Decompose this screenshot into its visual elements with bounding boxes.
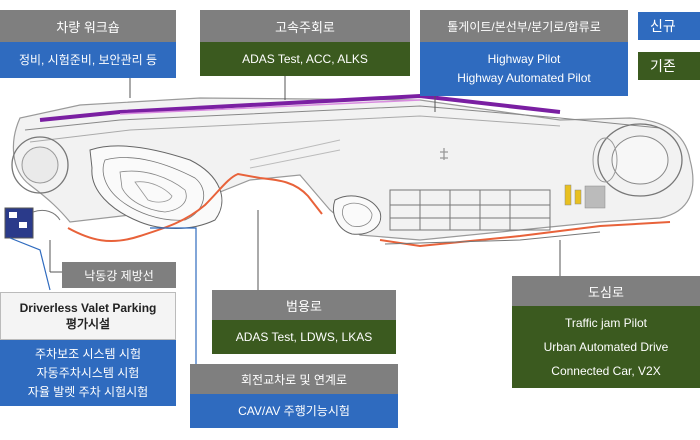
workshop-desc: 정비, 시험준비, 보안관리 등 — [0, 42, 176, 78]
roundabout-desc: CAV/AV 주행기능시험 — [190, 394, 398, 428]
urban-item: Connected Car, V2X — [551, 364, 661, 378]
tollgate-item: Highway Automated Pilot — [457, 71, 591, 85]
urban-item: Urban Automated Drive — [543, 340, 669, 354]
tollgate-title: 톨게이트/본선부/분기로/합류로 — [420, 10, 628, 42]
urban-grid — [389, 189, 551, 231]
urban-items: Traffic jam Pilot Urban Automated Drive … — [512, 306, 700, 388]
tollgate-item: Highway Pilot — [487, 52, 561, 66]
workshop-title: 차량 워크숍 — [0, 10, 176, 42]
valet-item: 자율 발렛 주차 시험시험 — [27, 384, 149, 399]
highway-desc-text: ADAS Test, ACC, ALKS — [242, 51, 368, 66]
valet-items: 주차보조 시스템 시험 자동주차시스템 시험 자율 발렛 주차 시험시험 — [0, 340, 176, 406]
legend-new: 신규 — [638, 12, 700, 40]
valet-item: 자동주차시스템 시험 — [36, 365, 140, 380]
general-title: 범용로 — [212, 290, 396, 320]
high-speed-loop — [39, 93, 561, 122]
legend-new-label: 신규 — [650, 17, 676, 34]
valet-title: Driverless Valet Parking 평가시설 — [0, 292, 176, 340]
roundabout-title: 회전교차로 및 연계로 — [190, 364, 398, 394]
general-desc: ADAS Test, LDWS, LKAS — [212, 320, 396, 354]
nakdong-title: 낙동강 제방선 — [62, 262, 176, 288]
general-desc-text: ADAS Test, LDWS, LKAS — [235, 329, 373, 344]
valet-item: 주차보조 시스템 시험 — [34, 346, 142, 361]
urban-item: Traffic jam Pilot — [564, 316, 648, 330]
orange-levee — [67, 172, 323, 243]
roundabout-desc-text: CAV/AV 주행기능시험 — [238, 403, 350, 418]
tollgate-items: Highway Pilot Highway Automated Pilot — [420, 42, 628, 96]
urban-title: 도심로 — [512, 276, 700, 306]
highway-desc: ADAS Test, ACC, ALKS — [200, 42, 410, 76]
legend-existing: 기존 — [638, 52, 700, 80]
valet-title-line: Driverless Valet Parking 평가시설 — [19, 301, 157, 331]
highway-title: 고속주회로 — [200, 10, 410, 42]
valet-parking-area — [4, 207, 61, 239]
legend-existing-label: 기존 — [650, 57, 676, 74]
workshop-desc-text: 정비, 시험준비, 보안관리 등 — [18, 52, 158, 67]
